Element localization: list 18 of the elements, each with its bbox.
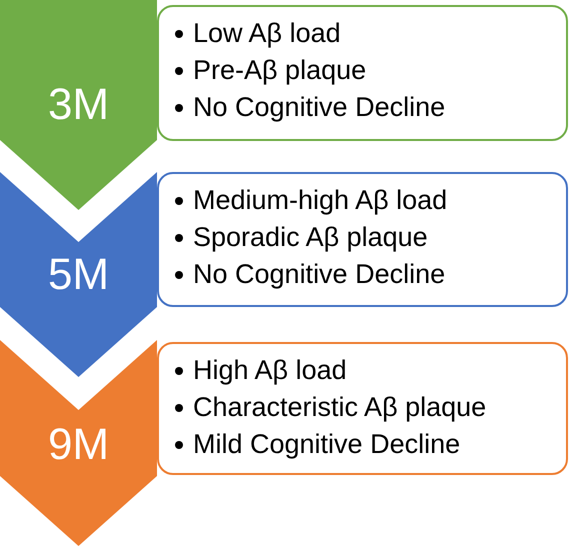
chevron-band xyxy=(0,340,157,546)
text-box xyxy=(157,342,568,475)
bullet-item: Sporadic Aβ plaque xyxy=(193,222,428,252)
bullet-item: Medium-high Aβ load xyxy=(193,185,448,215)
text-box xyxy=(157,172,568,307)
chevron-band xyxy=(0,0,157,210)
stage-label: 5M xyxy=(46,250,110,300)
bullet-item: No Cognitive Decline xyxy=(193,259,446,289)
bullet-item: No Cognitive Decline xyxy=(193,92,446,122)
chevron-band xyxy=(0,172,157,377)
bullet-item: Pre-Aβ plaque xyxy=(193,55,366,85)
bullet-item: High Aβ load xyxy=(193,355,347,385)
stage-label: 9M xyxy=(46,420,110,470)
text-box xyxy=(157,5,568,141)
bullet-item: Low Aβ load xyxy=(193,18,341,48)
stage-label: 3M xyxy=(46,80,110,130)
bullet-item: Mild Cognitive Decline xyxy=(193,429,460,459)
bullet-item: Characteristic Aβ plaque xyxy=(193,392,486,422)
